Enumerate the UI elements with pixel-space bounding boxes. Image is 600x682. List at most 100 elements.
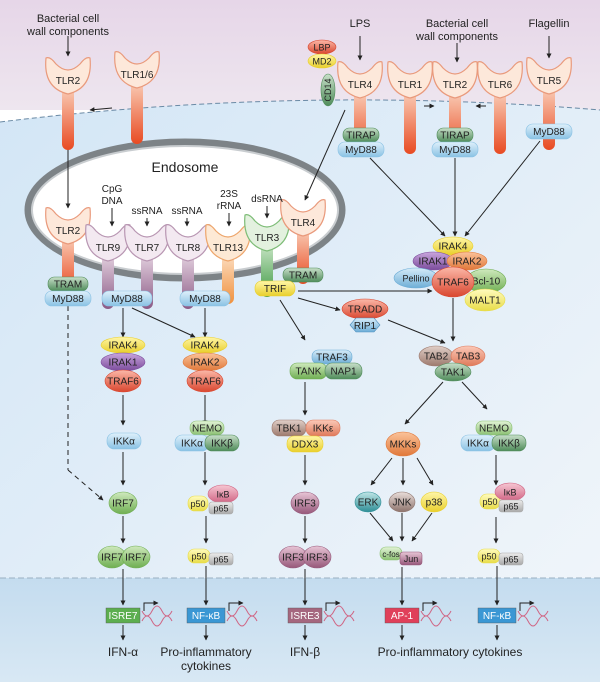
receptor-label: TLR2: [56, 226, 81, 237]
protein-tradd: TRADD: [341, 298, 389, 320]
protein-label: TRAF6: [107, 377, 139, 388]
protein-label: MyD88: [189, 294, 221, 305]
protein-label: TRAF6: [189, 377, 221, 388]
ligand-23s-rrna: rRNA: [217, 201, 242, 212]
protein-traf6-a: TRAF6: [104, 369, 142, 393]
protein-label: MyD88: [439, 145, 471, 156]
protein-shape: [307, 53, 337, 69]
arrow-p38-to-jun: [411, 512, 433, 542]
protein-pellino: Pellino: [393, 267, 439, 289]
dna-icon: [323, 605, 355, 627]
protein-shape: [204, 434, 240, 452]
protein-ikkb-right: IKKβ: [491, 434, 527, 452]
protein-ikka-b: IKKα: [174, 434, 210, 452]
protein-label: TBK1: [276, 424, 301, 435]
receptor-head: [337, 61, 383, 99]
receptor-tlr13: TLR13: [205, 224, 251, 304]
protein-label: IRAK1: [419, 257, 448, 268]
protein-erk: ERK: [354, 491, 382, 513]
transcription-start-icon: [422, 600, 438, 611]
ligand-ssrna-tlr8: ssRNA: [171, 206, 202, 217]
protein-label: Bcl-10: [472, 277, 501, 288]
ligand-flagellin: Flagellin: [529, 18, 570, 30]
protein-shape: [385, 431, 421, 457]
protein-shape: [282, 267, 324, 283]
protein-label: IRF3: [294, 499, 316, 510]
receptor-label: TLR1: [398, 80, 423, 91]
protein-label: IRF7: [125, 553, 147, 564]
ligand-cpg-dna: DNA: [101, 196, 122, 207]
arrow-trif-to-tradd: [297, 297, 341, 312]
tf-label: AP-1: [391, 611, 414, 622]
arrow-trif-to-traf3: [279, 299, 306, 341]
tf-box: [105, 607, 141, 624]
protein-ikb-b: IκB: [207, 484, 239, 504]
protein-label: TRAM: [54, 280, 82, 291]
receptor-tlr2-surface-left: TLR2: [45, 57, 91, 150]
protein-irf3-dimer-1: IRF3: [278, 545, 308, 569]
protein-shape: [187, 495, 209, 512]
protein-label: MD2: [312, 57, 331, 67]
protein-myd88-tlr2-endo: MyD88: [44, 290, 92, 307]
receptor-label: TLR8: [176, 243, 201, 254]
receptor-head: [45, 57, 91, 95]
protein-traf6-right: TRAF6: [431, 266, 475, 298]
protein-shape: [44, 290, 92, 307]
protein-label: p50: [482, 497, 497, 507]
arrow-tlr16-to-tlr2: [89, 107, 113, 113]
protein-label: IRF3: [282, 553, 304, 564]
protein-p65-b2: p65: [208, 552, 234, 566]
receptor-head: [114, 51, 160, 89]
protein-shape: [431, 141, 479, 158]
protein-shape: [464, 288, 506, 312]
protein-label: Pellino: [402, 274, 429, 284]
protein-tram-tlr4-endo: TRAM: [282, 267, 324, 283]
receptor-label: TLR7: [135, 243, 160, 254]
transcription-factor-nfkb-right: NF-κB: [477, 607, 517, 624]
protein-shape: [101, 290, 153, 307]
tf-label: NF-κB: [192, 611, 221, 622]
protein-shape: [525, 123, 573, 140]
tf-box: [186, 607, 226, 624]
receptor-label: TLR3: [255, 233, 280, 244]
protein-p65-right1: p65: [498, 499, 524, 513]
protein-shape: [498, 499, 524, 513]
protein-jun: Jun: [399, 551, 423, 566]
protein-jnk: JNK: [388, 491, 416, 513]
protein-nemo-right: NEMO: [475, 420, 513, 436]
protein-label: RIP1: [354, 321, 377, 332]
protein-shape: [475, 420, 513, 436]
receptor-stem: [62, 82, 74, 150]
protein-label: IRAK4: [191, 341, 220, 352]
receptor-head: [477, 61, 523, 99]
transcription-start-icon: [325, 600, 341, 611]
ligand-bacterial-cell-wall-right: Bacterial cell: [426, 18, 488, 30]
protein-p38: p38: [420, 491, 448, 513]
protein-ikka-right: IKKα: [460, 434, 496, 452]
receptor-label: TLR4: [291, 218, 316, 229]
output-nfkb-left: cytokines: [181, 659, 231, 673]
transcription-start-icon: [143, 600, 159, 611]
protein-label: IRF3: [306, 553, 328, 564]
protein-tab3: TAB3: [450, 345, 486, 367]
protein-shape: [208, 501, 234, 515]
protein-label: TAB2: [424, 352, 449, 363]
protein-label: p65: [503, 502, 518, 512]
protein-label: p65: [213, 504, 228, 514]
protein-irf3: IRF3: [290, 491, 320, 515]
protein-tirap-tlr4: TIRAP: [342, 127, 380, 143]
protein-myd88-tlr2: MyD88: [431, 141, 479, 158]
protein-irak4-b: IRAK4: [182, 336, 228, 354]
protein-shape: [290, 491, 320, 515]
protein-shape: [286, 435, 324, 453]
protein-irak1-a: IRAK1: [100, 352, 146, 372]
protein-label: NAP1: [330, 367, 357, 378]
protein-ddx3: DDX3: [286, 435, 324, 453]
protein-label: IRAK2: [453, 257, 482, 268]
protein-label: NEMO: [192, 424, 222, 435]
protein-shape: [320, 73, 336, 107]
arrow-dashed-to-irf7: [67, 469, 104, 501]
protein-lbp: LBP: [307, 39, 337, 55]
protein-label: TAB3: [456, 352, 481, 363]
